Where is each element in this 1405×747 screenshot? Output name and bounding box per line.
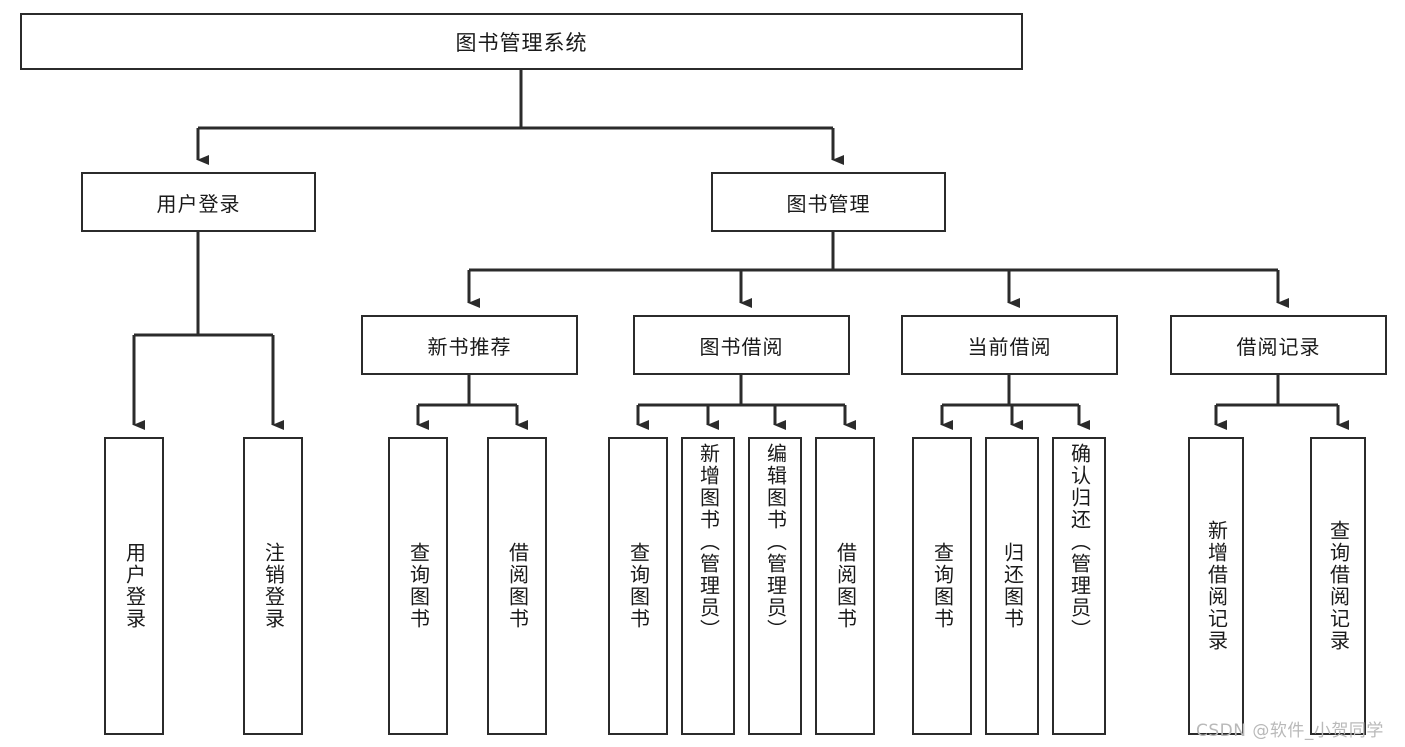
node-leaf-label: 新增图书（管理员） <box>696 443 721 641</box>
node-level2-0[interactable]: 用户登录 <box>81 172 316 232</box>
node-leaf-0[interactable]: 用户登录 <box>104 437 164 735</box>
node-level2-label: 图书管理 <box>786 191 871 216</box>
node-level3-label: 当前借阅 <box>967 334 1052 359</box>
node-leaf-label: 查询图书 <box>930 542 955 630</box>
node-leaf-5[interactable]: 新增图书（管理员） <box>681 437 735 735</box>
node-level3-label: 借阅记录 <box>1236 334 1321 359</box>
node-leaf-10[interactable]: 确认归还（管理员） <box>1052 437 1106 735</box>
node-level3-label: 新书推荐 <box>427 334 512 359</box>
node-leaf-11[interactable]: 新增借阅记录 <box>1188 437 1244 735</box>
node-leaf-2[interactable]: 查询图书 <box>388 437 448 735</box>
node-leaf-label: 查询借阅记录 <box>1326 520 1351 652</box>
node-leaf-label: 借阅图书 <box>505 542 530 630</box>
node-leaf-label: 编辑图书（管理员） <box>763 443 788 641</box>
node-leaf-label: 查询图书 <box>626 542 651 630</box>
node-leaf-1[interactable]: 注销登录 <box>243 437 303 735</box>
node-leaf-label: 确认归还（管理员） <box>1067 443 1092 641</box>
node-level3-label: 图书借阅 <box>699 334 784 359</box>
watermark: CSDN @软件_小贺同学 <box>1196 721 1384 741</box>
node-leaf-label: 查询图书 <box>406 542 431 630</box>
node-level3-0[interactable]: 新书推荐 <box>361 315 578 375</box>
node-leaf-4[interactable]: 查询图书 <box>608 437 668 735</box>
node-leaf-12[interactable]: 查询借阅记录 <box>1310 437 1366 735</box>
node-leaf-3[interactable]: 借阅图书 <box>487 437 547 735</box>
node-level3-2[interactable]: 当前借阅 <box>901 315 1118 375</box>
node-leaf-7[interactable]: 借阅图书 <box>815 437 875 735</box>
node-leaf-label: 归还图书 <box>1000 542 1025 630</box>
node-leaf-label: 用户登录 <box>122 542 147 630</box>
node-leaf-label: 借阅图书 <box>833 542 858 630</box>
node-level3-1[interactable]: 图书借阅 <box>633 315 850 375</box>
node-level3-3[interactable]: 借阅记录 <box>1170 315 1387 375</box>
node-leaf-label: 新增借阅记录 <box>1204 520 1229 652</box>
node-level2-1[interactable]: 图书管理 <box>711 172 946 232</box>
node-root[interactable]: 图书管理系统 <box>20 13 1023 70</box>
node-leaf-8[interactable]: 查询图书 <box>912 437 972 735</box>
node-leaf-label: 注销登录 <box>261 542 286 630</box>
node-leaf-9[interactable]: 归还图书 <box>985 437 1039 735</box>
node-level2-label: 用户登录 <box>156 191 241 216</box>
node-leaf-6[interactable]: 编辑图书（管理员） <box>748 437 802 735</box>
